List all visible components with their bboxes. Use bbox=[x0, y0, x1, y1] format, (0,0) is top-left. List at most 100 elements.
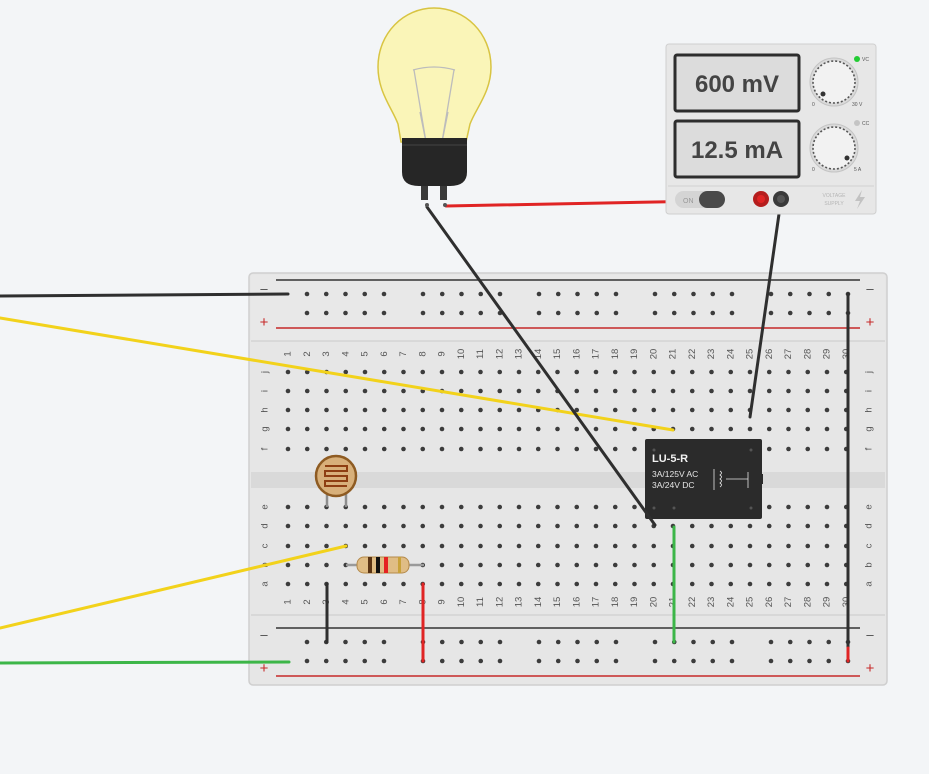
breadboard-hole[interactable] bbox=[747, 543, 753, 549]
rail-hole[interactable] bbox=[497, 658, 503, 664]
breadboard-hole[interactable] bbox=[381, 388, 387, 394]
breadboard-hole[interactable] bbox=[401, 388, 406, 394]
rail-hole[interactable] bbox=[787, 310, 793, 316]
breadboard-hole[interactable] bbox=[439, 369, 445, 375]
breadboard-hole[interactable] bbox=[497, 581, 503, 587]
breadboard-hole[interactable] bbox=[324, 562, 329, 568]
rail-hole[interactable] bbox=[594, 291, 600, 297]
breadboard-hole[interactable] bbox=[458, 543, 464, 549]
rail-hole[interactable] bbox=[362, 639, 368, 645]
breadboard-hole[interactable] bbox=[304, 446, 310, 452]
power-supply[interactable]: 600 mV 12.5 mA 0 30 V VC 0 5 A CC ON bbox=[665, 43, 877, 215]
breadboard-hole[interactable] bbox=[555, 523, 560, 529]
breadboard-hole[interactable] bbox=[612, 523, 618, 529]
rail-hole[interactable] bbox=[536, 291, 542, 297]
rail-hole[interactable] bbox=[555, 310, 561, 316]
breadboard-hole[interactable] bbox=[497, 426, 503, 432]
breadboard-hole[interactable] bbox=[786, 369, 791, 375]
breadboard-hole[interactable] bbox=[766, 369, 772, 375]
wire-yellow-bottom[interactable] bbox=[0, 544, 348, 630]
rail-hole[interactable] bbox=[575, 658, 580, 664]
breadboard-hole[interactable] bbox=[304, 426, 310, 432]
breadboard-hole[interactable] bbox=[612, 581, 618, 587]
rail-hole[interactable] bbox=[420, 310, 426, 316]
rail-hole[interactable] bbox=[439, 310, 445, 316]
breadboard-hole[interactable] bbox=[593, 523, 599, 529]
breadboard-hole[interactable] bbox=[497, 407, 503, 413]
breadboard-hole[interactable] bbox=[709, 523, 714, 529]
breadboard-hole[interactable] bbox=[343, 446, 349, 452]
wires[interactable] bbox=[0, 198, 850, 665]
breadboard-hole[interactable] bbox=[362, 426, 368, 432]
breadboard-hole[interactable] bbox=[766, 446, 772, 452]
breadboard-hole[interactable] bbox=[439, 446, 445, 452]
breadboard-hole[interactable] bbox=[420, 407, 426, 413]
breadboard-hole[interactable] bbox=[401, 426, 406, 432]
breadboard-hole[interactable] bbox=[593, 581, 599, 587]
rail-hole[interactable] bbox=[575, 310, 580, 316]
power-switch[interactable]: ON bbox=[675, 191, 725, 208]
breadboard-hole[interactable] bbox=[362, 543, 368, 549]
rail-hole[interactable] bbox=[807, 658, 812, 664]
breadboard-hole[interactable] bbox=[689, 426, 695, 432]
rail-hole[interactable] bbox=[304, 639, 310, 645]
breadboard-hole[interactable] bbox=[285, 446, 291, 452]
breadboard-hole[interactable] bbox=[805, 543, 811, 549]
breadboard-hole[interactable] bbox=[747, 581, 753, 587]
rail-hole[interactable] bbox=[439, 639, 445, 645]
breadboard-hole[interactable] bbox=[574, 543, 580, 549]
rail-hole[interactable] bbox=[459, 310, 464, 316]
breadboard-hole[interactable] bbox=[324, 523, 329, 529]
breadboard-hole[interactable] bbox=[304, 562, 310, 568]
breadboard-hole[interactable] bbox=[670, 388, 676, 394]
rail-hole[interactable] bbox=[710, 310, 716, 316]
breadboard-hole[interactable] bbox=[285, 388, 291, 394]
breadboard-hole[interactable] bbox=[362, 504, 368, 510]
breadboard-hole[interactable] bbox=[786, 446, 791, 452]
breadboard-hole[interactable] bbox=[285, 543, 291, 549]
resistor[interactable] bbox=[346, 556, 424, 574]
breadboard-hole[interactable] bbox=[728, 562, 734, 568]
rail-hole[interactable] bbox=[768, 658, 774, 664]
breadboard-hole[interactable] bbox=[593, 543, 599, 549]
breadboard-hole[interactable] bbox=[805, 562, 811, 568]
rail-hole[interactable] bbox=[826, 291, 832, 297]
breadboard-hole[interactable] bbox=[632, 388, 637, 394]
breadboard-hole[interactable] bbox=[805, 446, 811, 452]
breadboard-hole[interactable] bbox=[766, 388, 772, 394]
breadboard-hole[interactable] bbox=[285, 407, 291, 413]
breadboard-hole[interactable] bbox=[612, 369, 618, 375]
breadboard-hole[interactable] bbox=[535, 523, 541, 529]
breadboard-hole[interactable] bbox=[516, 446, 522, 452]
breadboard-hole[interactable] bbox=[805, 369, 811, 375]
breadboard-hole[interactable] bbox=[516, 562, 522, 568]
breadboard-hole[interactable] bbox=[381, 369, 387, 375]
breadboard-hole[interactable] bbox=[304, 369, 310, 375]
breadboard-hole[interactable] bbox=[632, 504, 637, 510]
breadboard-hole[interactable] bbox=[497, 543, 503, 549]
breadboard-hole[interactable] bbox=[747, 523, 753, 529]
breadboard-hole[interactable] bbox=[343, 581, 349, 587]
breadboard-hole[interactable] bbox=[535, 446, 541, 452]
breadboard-hole[interactable] bbox=[458, 426, 464, 432]
rail-hole[interactable] bbox=[478, 658, 484, 664]
breadboard-hole[interactable] bbox=[728, 523, 734, 529]
rail-hole[interactable] bbox=[652, 639, 658, 645]
current-knob[interactable] bbox=[809, 123, 859, 173]
rail-hole[interactable] bbox=[594, 639, 600, 645]
breadboard-hole[interactable] bbox=[285, 523, 291, 529]
rail-hole[interactable] bbox=[575, 291, 580, 297]
rail-hole[interactable] bbox=[691, 639, 696, 645]
rail-hole[interactable] bbox=[343, 310, 348, 316]
breadboard-hole[interactable] bbox=[420, 523, 426, 529]
breadboard-hole[interactable] bbox=[747, 388, 753, 394]
breadboard-hole[interactable] bbox=[612, 426, 618, 432]
breadboard-hole[interactable] bbox=[689, 388, 695, 394]
breadboard-hole[interactable] bbox=[458, 504, 464, 510]
rail-hole[interactable] bbox=[478, 310, 484, 316]
breadboard-hole[interactable] bbox=[458, 446, 464, 452]
rail-hole[interactable] bbox=[729, 639, 735, 645]
rail-hole[interactable] bbox=[323, 291, 329, 297]
breadboard-hole[interactable] bbox=[343, 426, 349, 432]
rail-hole[interactable] bbox=[555, 291, 561, 297]
